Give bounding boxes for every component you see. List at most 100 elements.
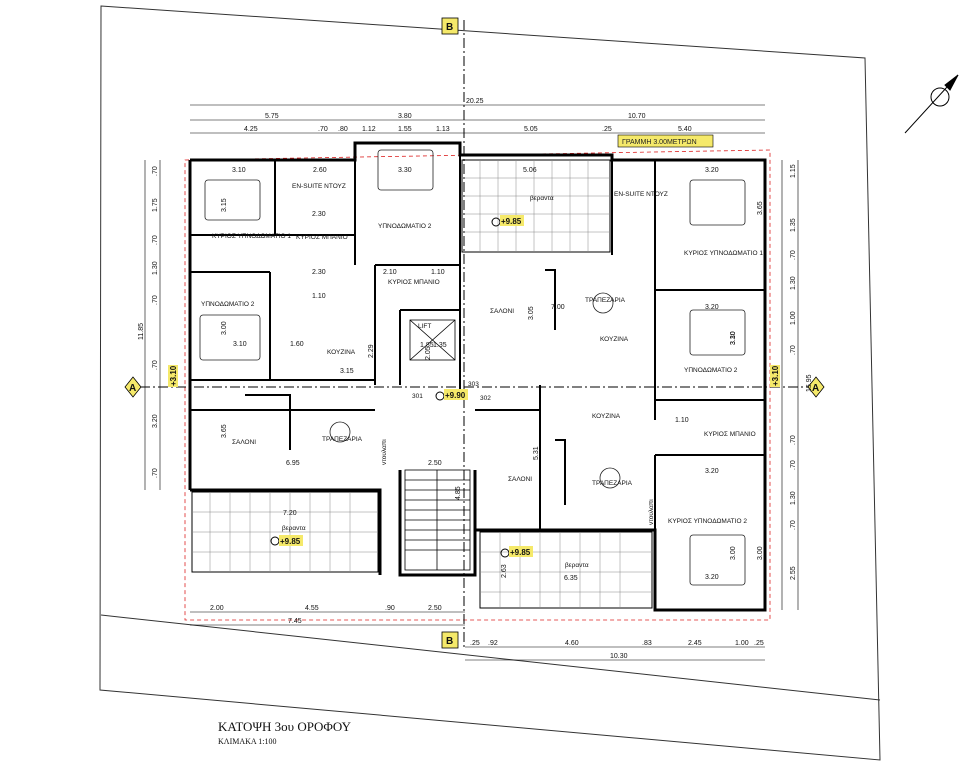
svg-text:3.10: 3.10	[233, 341, 247, 348]
dims-bottom: 2.00 4.55 .90 2.50 7.45 .25 .92 4.60 .83…	[210, 605, 764, 660]
section-marker-a-left: A	[124, 376, 142, 398]
sofas	[245, 269, 566, 505]
svg-text:3.30: 3.30	[730, 331, 737, 345]
svg-text:ΣΑΛΟΝΙ: ΣΑΛΟΝΙ	[490, 308, 514, 315]
svg-text:ΣΑΛΟΝΙ: ΣΑΛΟΝΙ	[232, 439, 256, 446]
svg-text:1.85: 1.85	[420, 342, 434, 349]
svg-text:4.25: 4.25	[244, 126, 258, 133]
dims-right: 1.15 1.35 .70 1.30 1.00 .70 15.95 .70 .7…	[790, 164, 813, 580]
svg-text:2.00: 2.00	[210, 605, 224, 612]
svg-text:2.29: 2.29	[368, 344, 375, 358]
svg-text:2.30: 2.30	[312, 269, 326, 276]
svg-text:ΥΠΝΟΔΩΜΑΤΙΟ 2: ΥΠΝΟΔΩΜΑΤΙΟ 2	[684, 367, 738, 374]
svg-text:7.45: 7.45	[288, 618, 302, 625]
svg-text:2.50: 2.50	[428, 460, 442, 467]
svg-text:3.30: 3.30	[398, 167, 412, 174]
svg-text:.70: .70	[790, 520, 797, 530]
svg-text:1.30: 1.30	[790, 276, 797, 290]
svg-text:B: B	[446, 22, 453, 33]
svg-text:βεραντα: βεραντα	[530, 195, 554, 202]
svg-text:B: B	[446, 636, 453, 647]
north-arrow-icon	[904, 74, 959, 134]
setback-line	[184, 149, 771, 621]
svg-text:EN-SUITE ΝΤΟΥΖ: EN-SUITE ΝΤΟΥΖ	[614, 191, 668, 198]
svg-text:2.50: 2.50	[428, 605, 442, 612]
svg-text:A: A	[812, 383, 819, 394]
svg-text:7.20: 7.20	[283, 510, 297, 517]
svg-text:.70: .70	[152, 166, 159, 176]
svg-text:1.13: 1.13	[436, 126, 450, 133]
svg-text:5.40: 5.40	[678, 126, 692, 133]
svg-text:5.06: 5.06	[523, 167, 537, 174]
svg-text:.70: .70	[790, 435, 797, 445]
svg-text:ΚΥΡΙΟΣ ΜΠΑΝΙΟ: ΚΥΡΙΟΣ ΜΠΑΝΙΟ	[388, 279, 440, 286]
svg-text:+9.85: +9.85	[510, 548, 531, 557]
svg-text:1.55: 1.55	[398, 126, 412, 133]
svg-text:1.35: 1.35	[433, 342, 447, 349]
svg-text:301: 301	[412, 393, 423, 400]
svg-text:15.95: 15.95	[806, 374, 813, 392]
svg-text:+9.85: +9.85	[280, 537, 301, 546]
svg-text:ΚΥΡΙΟΣ ΜΠΑΝΙΟ: ΚΥΡΙΟΣ ΜΠΑΝΙΟ	[704, 431, 756, 438]
svg-text:ΥΠΝΟΔΩΜΑΤΙΟ 2: ΥΠΝΟΔΩΜΑΤΙΟ 2	[378, 223, 432, 230]
svg-text:3.20: 3.20	[705, 574, 719, 581]
dims-top: 20.25 3.80 5.75 10.70 4.25 .70 .80 1.12 …	[244, 98, 692, 133]
svg-text:6.95: 6.95	[286, 460, 300, 467]
svg-text:ΚΥΡΙΟΣ ΥΠΝΟΔΩΜΑΤΙΟ 1: ΚΥΡΙΟΣ ΥΠΝΟΔΩΜΑΤΙΟ 1	[212, 233, 291, 240]
setback-label: ΓΡΑΜΜΗ 3.00ΜΕΤΡΩΝ	[622, 139, 697, 146]
svg-text:5.75: 5.75	[265, 113, 279, 120]
svg-text:3.00: 3.00	[757, 546, 764, 560]
svg-text:2.55: 2.55	[790, 566, 797, 580]
svg-text:+9.90: +9.90	[445, 391, 466, 400]
svg-text:3.20: 3.20	[705, 304, 719, 311]
section-marker-a-right: A	[807, 376, 825, 398]
svg-text:5.31: 5.31	[533, 446, 540, 460]
svg-text:3.15: 3.15	[221, 198, 228, 212]
svg-text:ΤΡΑΠΕΖΑΡΙΑ: ΤΡΑΠΕΖΑΡΙΑ	[322, 436, 363, 443]
svg-text:.25: .25	[602, 126, 612, 133]
plan-scale: ΚΛΙΜΑΚΑ 1:100	[218, 737, 276, 746]
svg-text:1.10: 1.10	[312, 293, 326, 300]
svg-text:ΚΟΥΖΙΝΑ: ΚΟΥΖΙΝΑ	[327, 349, 356, 356]
svg-text:10.70: 10.70	[628, 113, 646, 120]
stair-core	[404, 319, 471, 571]
room-labels: ΚΥΡΙΟΣ ΥΠΝΟΔΩΜΑΤΙΟ 1 EN-SUITE ΝΤΟΥΖ ΚΥΡΙ…	[201, 183, 763, 569]
svg-text:1.30: 1.30	[152, 261, 159, 275]
svg-text:3.00: 3.00	[730, 546, 737, 560]
svg-text:3.20: 3.20	[705, 468, 719, 475]
svg-text:ντουλαπι: ντουλαπι	[381, 439, 388, 465]
svg-text:1.35: 1.35	[790, 218, 797, 232]
svg-text:20.25: 20.25	[466, 98, 484, 105]
svg-text:LIFT: LIFT	[418, 323, 431, 330]
svg-text:1.60: 1.60	[290, 341, 304, 348]
svg-text:4.60: 4.60	[565, 640, 579, 647]
svg-text:.83: .83	[642, 640, 652, 647]
svg-text:3.65: 3.65	[757, 201, 764, 215]
svg-text:+3.10: +3.10	[771, 365, 780, 386]
svg-text:ΤΡΑΠΕΖΑΡΙΑ: ΤΡΑΠΕΖΑΡΙΑ	[585, 297, 626, 304]
svg-text:1.10: 1.10	[431, 269, 445, 276]
svg-text:ΣΑΛΟΝΙ: ΣΑΛΟΝΙ	[508, 476, 532, 483]
svg-text:3.05: 3.05	[528, 306, 535, 320]
svg-text:303: 303	[468, 381, 479, 388]
svg-text:βεραντα: βεραντα	[565, 562, 589, 569]
svg-text:3.80: 3.80	[398, 113, 412, 120]
plan-title: ΚΑΤΟΨΗ 3ου ΟΡΟΦΟΥ	[218, 719, 352, 734]
beds	[199, 149, 746, 586]
svg-text:.70: .70	[152, 360, 159, 370]
road-edge	[100, 614, 881, 701]
svg-text:ΚΥΡΙΟΣ ΥΠΝΟΔΩΜΑΤΙΟ 1: ΚΥΡΙΟΣ ΥΠΝΟΔΩΜΑΤΙΟ 1	[684, 250, 763, 257]
svg-text:+3.10: +3.10	[169, 365, 178, 386]
dining-tables	[329, 292, 621, 489]
svg-text:.25: .25	[470, 640, 480, 647]
svg-text:.70: .70	[152, 295, 159, 305]
svg-text:ΚΟΥΖΙΝΑ: ΚΟΥΖΙΝΑ	[592, 413, 621, 420]
svg-text:EN-SUITE ΝΤΟΥΖ: EN-SUITE ΝΤΟΥΖ	[292, 183, 346, 190]
svg-text:3.20: 3.20	[152, 414, 159, 428]
svg-text:10.30: 10.30	[610, 653, 628, 660]
svg-text:3.10: 3.10	[730, 331, 737, 345]
svg-text:3.15: 3.15	[340, 368, 354, 375]
svg-text:.25: .25	[754, 640, 764, 647]
